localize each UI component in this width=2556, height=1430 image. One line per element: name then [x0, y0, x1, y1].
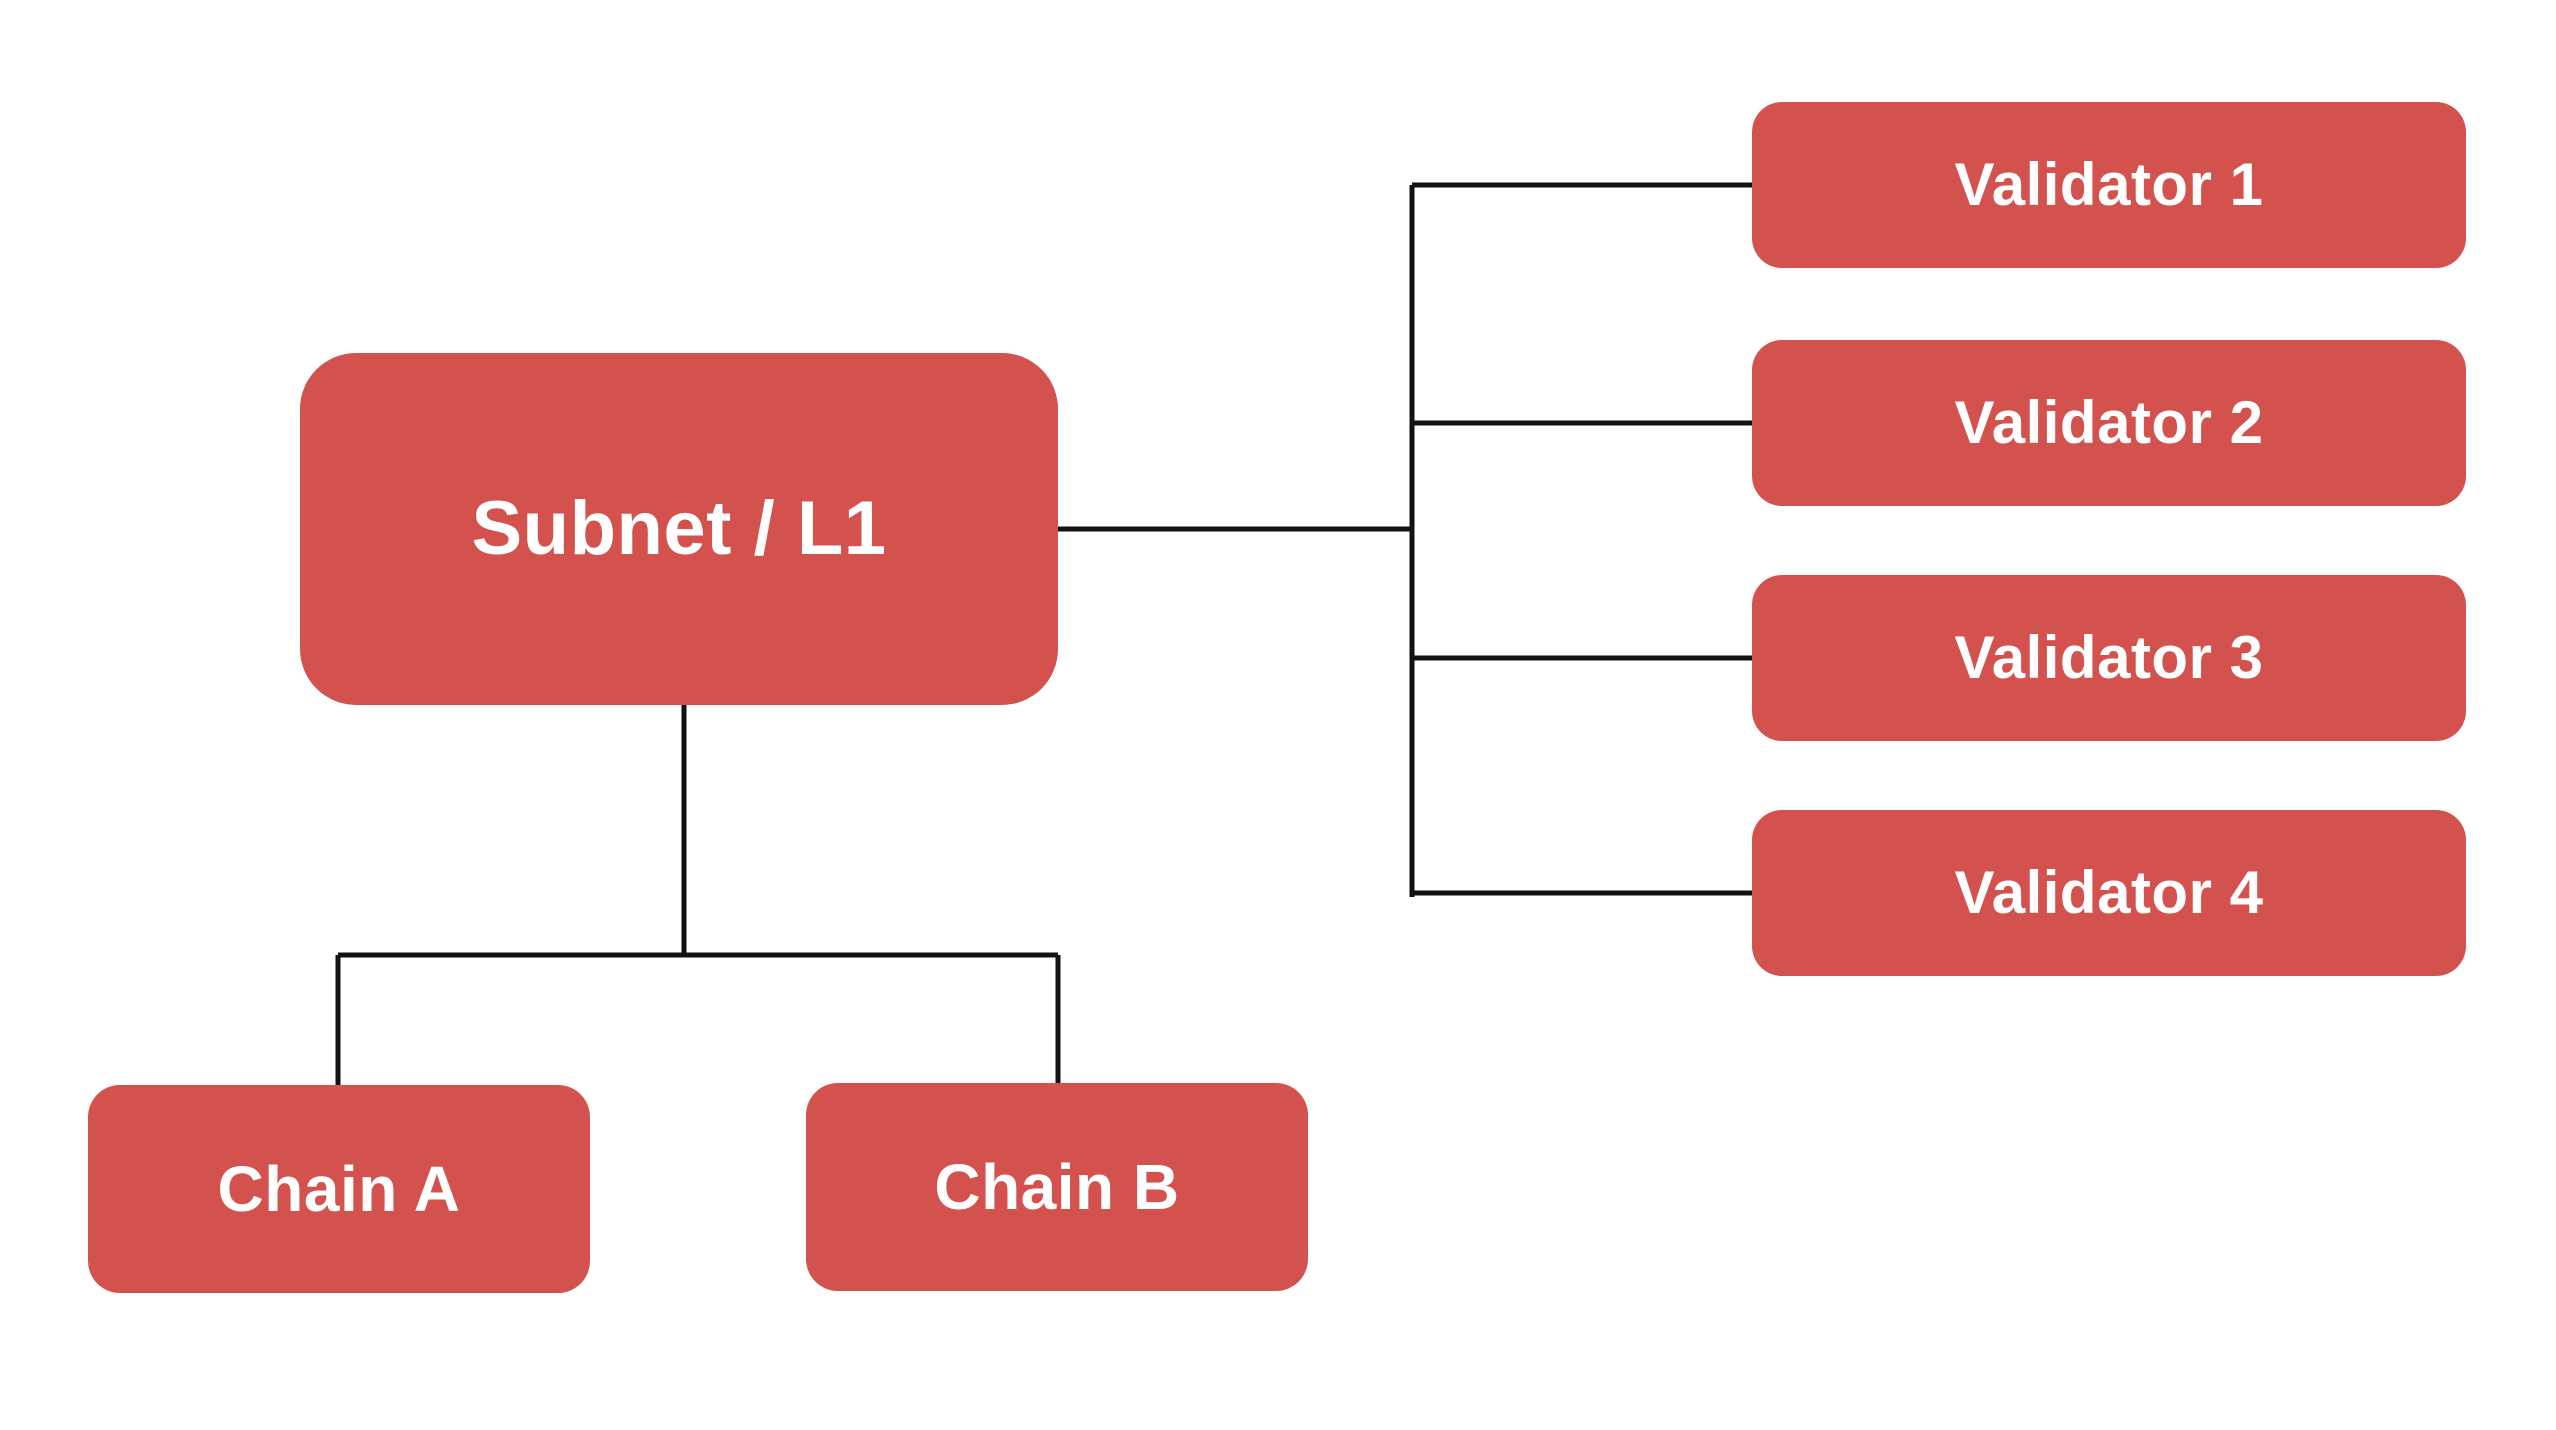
node-validator-3-label: Validator 3 — [1954, 624, 2264, 691]
node-chain-a: Chain A — [88, 1085, 590, 1293]
node-validator-4: Validator 4 — [1752, 810, 2466, 976]
node-chain-b: Chain B — [806, 1083, 1308, 1291]
node-chain-b-label: Chain B — [934, 1151, 1180, 1223]
node-subnet-l1: Subnet / L1 — [300, 353, 1058, 705]
node-validator-1-label: Validator 1 — [1954, 151, 2264, 218]
node-validator-1: Validator 1 — [1752, 102, 2466, 268]
node-validator-4-label: Validator 4 — [1954, 859, 2264, 926]
node-chain-a-label: Chain A — [217, 1153, 461, 1225]
node-validator-3: Validator 3 — [1752, 575, 2466, 741]
node-validator-2: Validator 2 — [1752, 340, 2466, 506]
node-subnet-l1-label: Subnet / L1 — [471, 486, 887, 571]
node-validator-2-label: Validator 2 — [1954, 389, 2264, 456]
